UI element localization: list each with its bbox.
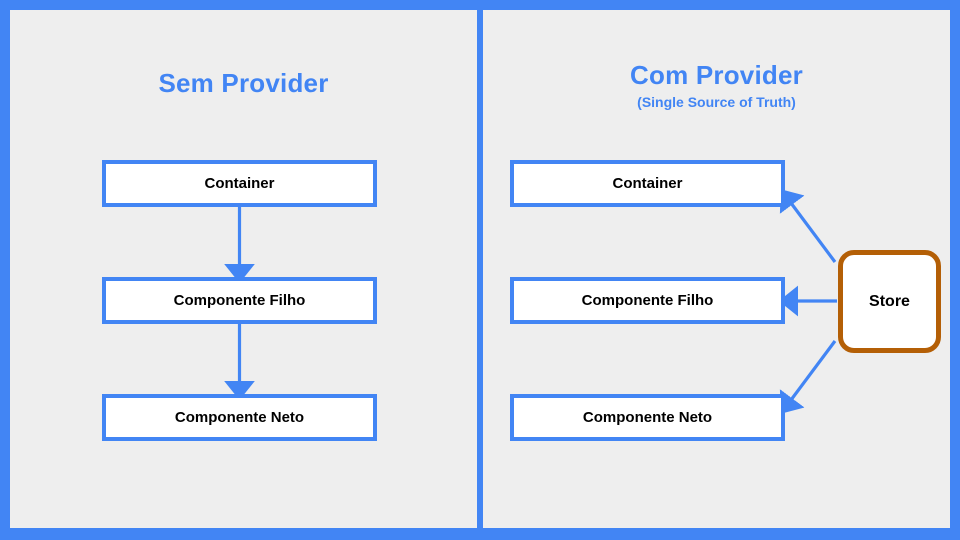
panel-sem-provider: Sem Provider Container Componente Filho … — [10, 10, 477, 528]
panel-right-subtitle: (Single Source of Truth) — [637, 94, 796, 110]
node-box-container-left[interactable]: Container — [102, 160, 377, 207]
panel-left-title: Sem Provider — [158, 68, 329, 98]
node-box-componente-filho-left[interactable]: Componente Filho — [102, 277, 377, 324]
node-box-container-right[interactable]: Container — [510, 160, 785, 207]
node-box-componente-neto-left[interactable]: Componente Neto — [102, 394, 377, 441]
node-box-store[interactable]: Store — [838, 250, 941, 353]
panel-right-title: Com Provider — [630, 60, 803, 90]
node-box-componente-neto-right[interactable]: Componente Neto — [510, 394, 785, 441]
node-label-componente-neto-left: Componente Neto — [174, 409, 305, 426]
node-label-container-left: Container — [204, 175, 275, 192]
node-label-store: Store — [869, 292, 910, 310]
node-label-componente-neto-right: Componente Neto — [582, 409, 713, 426]
arrow-store-to-neto — [779, 340, 837, 414]
arrow-store-to-container — [779, 189, 837, 263]
node-label-componente-filho-left: Componente Filho — [173, 292, 306, 309]
panel-com-provider: Com Provider (Single Source of Truth) Co… — [483, 10, 950, 528]
node-box-componente-filho-right[interactable]: Componente Filho — [510, 277, 785, 324]
node-label-container-right: Container — [612, 175, 683, 192]
node-label-componente-filho-right: Componente Filho — [581, 292, 714, 309]
